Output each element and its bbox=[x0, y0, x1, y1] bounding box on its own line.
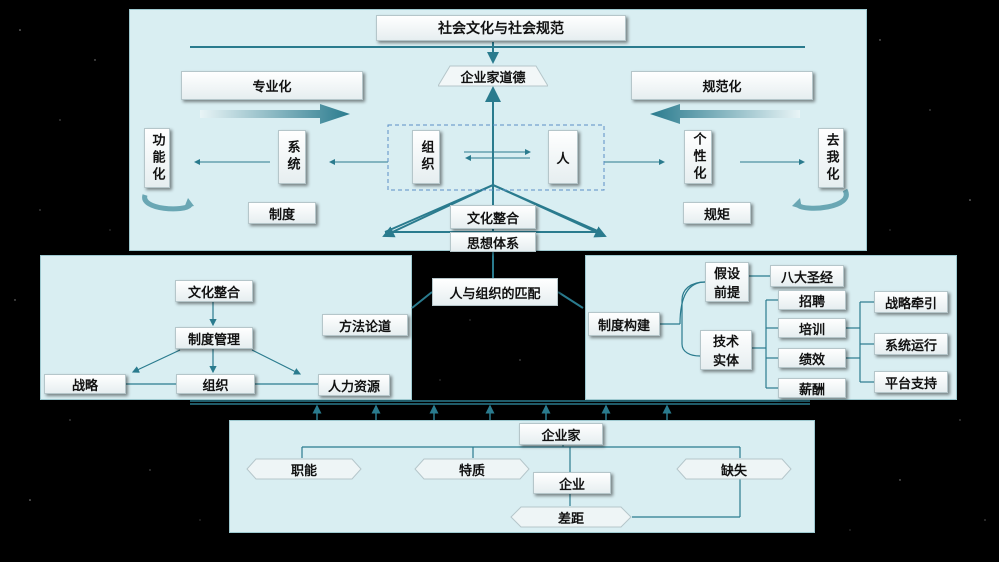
title-box: 社会文化与社会规范 bbox=[376, 15, 626, 41]
thought-system-box: 思想体系 bbox=[450, 232, 536, 252]
person-box: 人 bbox=[548, 130, 578, 184]
deself-box: 去我化 bbox=[818, 128, 844, 188]
deficiency-hex: 缺失 bbox=[676, 458, 792, 480]
ml-system-management-box: 制度管理 bbox=[175, 327, 253, 349]
mr-training-box: 培训 bbox=[778, 318, 846, 338]
deficiency-text: 缺失 bbox=[720, 463, 747, 479]
mr-salary-box: 薪酬 bbox=[778, 378, 846, 398]
mr-system-build-box: 制度构建 bbox=[588, 312, 660, 336]
mr-system-run-box: 系统运行 bbox=[874, 333, 948, 355]
ml-hr-box: 人力资源 bbox=[318, 374, 390, 396]
competence-hex: 职能 bbox=[246, 458, 362, 480]
mr-tech-entity-box: 技术实体 bbox=[700, 330, 752, 370]
mr-strategy-lead-box: 战略牵引 bbox=[874, 291, 948, 313]
specialization-box: 专业化 bbox=[181, 71, 363, 100]
ml-organization-box: 组织 bbox=[176, 374, 255, 394]
system-box: 系统 bbox=[278, 130, 306, 184]
ent-moral-text: 企业家道德 bbox=[460, 70, 526, 86]
entrepreneur-box: 企业家 bbox=[519, 423, 603, 445]
individual-box: 个性化 bbox=[684, 130, 712, 184]
mr-performance-box: 绩效 bbox=[778, 348, 846, 368]
gap-hex: 差距 bbox=[510, 506, 632, 528]
mr-platform-support-box: 平台支持 bbox=[874, 371, 948, 393]
gap-text: 差距 bbox=[557, 511, 584, 527]
standardization-box: 规范化 bbox=[631, 71, 813, 100]
ml-strategy-box: 战略 bbox=[44, 374, 126, 394]
ml-methodology-box: 方法论道 bbox=[322, 314, 408, 336]
competence-text: 职能 bbox=[290, 463, 317, 479]
system-rules-box: 制度 bbox=[248, 202, 316, 224]
mr-assumption-box: 假设前提 bbox=[705, 262, 749, 302]
ent-moral-label: 企业家道德 bbox=[438, 64, 548, 88]
match-box: 人与组织的匹配 bbox=[432, 278, 558, 306]
function-box: 功能化 bbox=[144, 128, 170, 188]
org-box: 组织 bbox=[412, 130, 440, 184]
enterprise-box: 企业 bbox=[533, 472, 611, 494]
mr-eight-scriptures-box: 八大圣经 bbox=[770, 265, 844, 287]
traits-hex: 特质 bbox=[414, 458, 530, 480]
ml-culture-integration-box: 文化整合 bbox=[175, 280, 253, 302]
mr-hiring-box: 招聘 bbox=[778, 290, 846, 310]
rules-box: 规矩 bbox=[683, 202, 751, 224]
culture-integration-box: 文化整合 bbox=[450, 205, 536, 229]
traits-text: 特质 bbox=[458, 463, 485, 479]
